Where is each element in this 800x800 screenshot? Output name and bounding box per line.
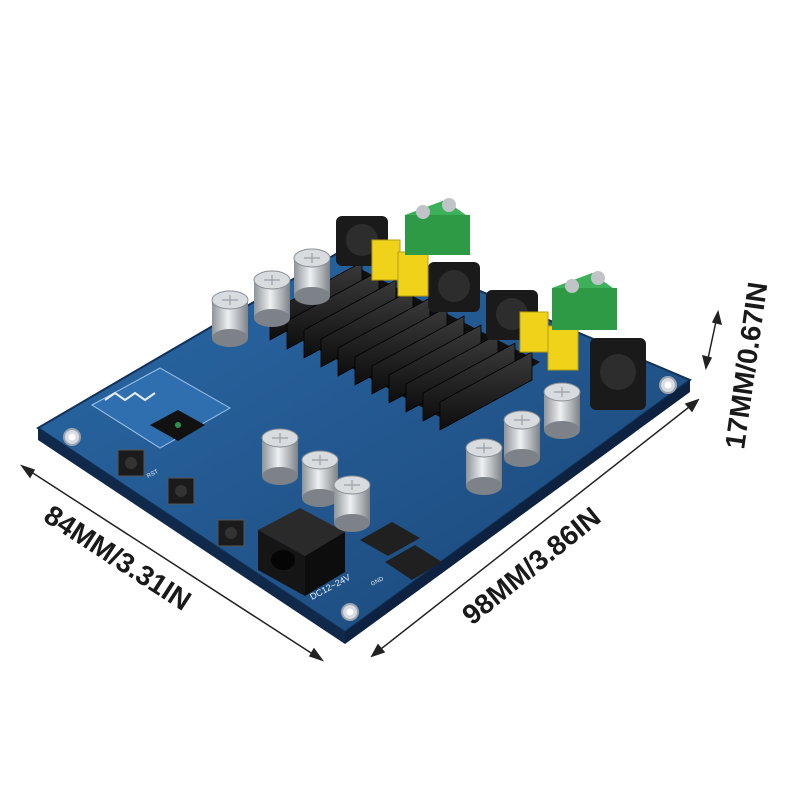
tact-buttons (117, 449, 245, 547)
bluetooth-module (91, 367, 232, 449)
speaker-terminals (405, 198, 617, 330)
electrolytic-capacitor (261, 428, 299, 485)
electrolytic-capacitor (301, 450, 339, 507)
length-dimension-arrow (370, 398, 700, 658)
voltage-regulators (360, 522, 442, 580)
mounting-holes (63, 376, 677, 621)
reset-label: RST (146, 469, 160, 480)
height-dimension-label: 17MM/0.67IN (719, 280, 773, 451)
electrolytic-capacitor (293, 248, 331, 305)
electrolytic-capacitor (465, 438, 503, 495)
width-dimension-arrow (20, 464, 324, 662)
heatsink-fin (439, 351, 533, 431)
inductors (336, 216, 646, 410)
electrolytic-capacitor (253, 270, 291, 327)
electrolytic-capacitor (333, 475, 371, 532)
electrolytic-capacitor (543, 382, 581, 439)
electrolytic-capacitor (211, 290, 249, 347)
film-capacitors (371, 239, 579, 371)
electrolytic-capacitor (503, 410, 541, 467)
height-dimension-arrow (701, 309, 723, 371)
electrolytic-capacitors (211, 248, 581, 532)
gnd-label: GND (370, 576, 385, 588)
dc-power-jack (258, 508, 345, 596)
